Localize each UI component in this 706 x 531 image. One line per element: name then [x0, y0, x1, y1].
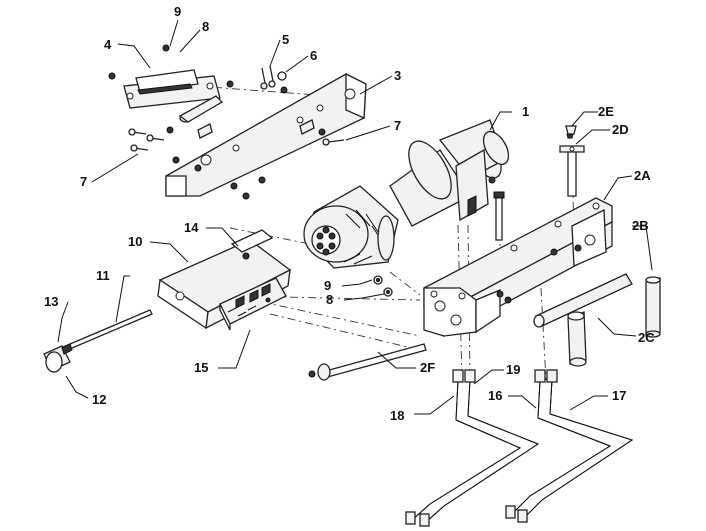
- callout-2B: 2B: [632, 218, 649, 233]
- callout-17: 17: [612, 388, 626, 403]
- callout-3: 3: [394, 68, 401, 83]
- bolt-part-2E: [565, 125, 577, 139]
- callout-4: 4: [104, 37, 112, 52]
- callout-8-top: 8: [202, 19, 209, 34]
- tie-rod-part-2F: [308, 343, 427, 381]
- long-bolt: [488, 176, 505, 241]
- pin-part-2D: [559, 145, 585, 197]
- remote-control-parts-11-12-13: [43, 309, 153, 373]
- callout-13: 13: [44, 294, 58, 309]
- winch-assembly-part-1: [303, 119, 510, 269]
- callout-7-right: 7: [394, 118, 401, 133]
- callout-1: 1: [522, 104, 529, 119]
- callout-8-mid: 8: [326, 292, 333, 307]
- spacer-tube-part-2B: [645, 276, 661, 338]
- bolts-and-nuts: [128, 65, 393, 297]
- leader-lines: [57, 19, 653, 415]
- base-frame-part-2A: [423, 197, 613, 338]
- hose-lines-parts-16-19: [405, 369, 634, 527]
- roller-shafts-part-2C: [533, 273, 633, 367]
- callout-6: 6: [310, 48, 317, 63]
- callout-12: 12: [92, 392, 106, 407]
- contactor-part-15: [219, 277, 287, 331]
- callout-2F: 2F: [420, 360, 435, 375]
- callout-2E: 2E: [598, 104, 614, 119]
- callout-9-mid: 9: [324, 278, 331, 293]
- roller-fairlead-part-4: [108, 44, 234, 134]
- callout-14: 14: [184, 220, 199, 235]
- callout-2C: 2C: [638, 330, 655, 345]
- callout-15: 15: [194, 360, 208, 375]
- callout-9-top: 9: [174, 4, 181, 19]
- callout-16: 16: [488, 388, 502, 403]
- callout-7-left: 7: [80, 174, 87, 189]
- callout-2A: 2A: [634, 168, 651, 183]
- callout-11: 11: [96, 268, 110, 283]
- callout-19: 19: [506, 362, 520, 377]
- callout-5: 5: [282, 32, 289, 47]
- callout-2D: 2D: [612, 122, 629, 137]
- mounting-bracket-part-3: [165, 72, 367, 197]
- callout-10: 10: [128, 234, 142, 249]
- callout-18: 18: [390, 408, 404, 423]
- callout-labels: 9 8 4 5 6 3 7 7 1 2E 2D 2A 2B 2C 2F 10 1…: [44, 4, 655, 423]
